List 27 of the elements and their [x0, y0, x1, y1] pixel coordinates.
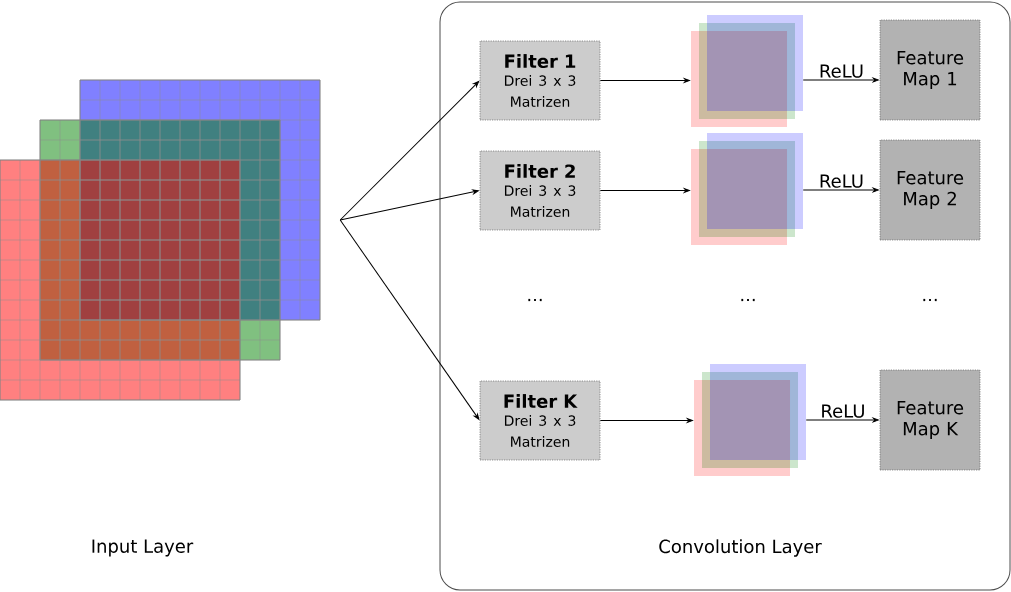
arrow — [339, 81, 480, 221]
edge-label: ReLU — [820, 174, 863, 188]
feature-map-box: Feature Map K — [879, 369, 981, 471]
arrow — [802, 77, 879, 83]
feature-stack-drawing — [694, 364, 806, 476]
layer-title: Input Layer — [92, 539, 194, 557]
panel-title: Convolution Layer — [659, 539, 822, 557]
arrow — [599, 188, 690, 193]
input-grid-drawing — [0, 79, 321, 401]
feature-map-box: Feature Map 1 — [879, 19, 981, 121]
arrow — [339, 189, 479, 221]
arrow — [599, 78, 690, 83]
arrow — [599, 418, 693, 423]
ellipsis: ... — [741, 298, 755, 302]
filter-box: Filter K Drei 3 x 3 Matrizen — [479, 380, 601, 461]
feature-stack-drawing — [691, 133, 803, 245]
feature-stack-drawing — [691, 15, 803, 127]
filter-box: Filter 1 Drei 3 x 3 Matrizen — [479, 40, 601, 121]
ellipsis: ... — [923, 298, 937, 302]
arrow — [339, 219, 480, 420]
edge-label: ReLU — [820, 64, 863, 78]
edge-label: ReLU — [822, 404, 864, 418]
arrow — [805, 417, 879, 423]
arrow — [802, 187, 879, 193]
ellipsis: ... — [528, 298, 542, 302]
filter-box: Filter 2 Drei 3 x 3 Matrizen — [479, 150, 601, 231]
feature-map-box: Feature Map 2 — [879, 139, 981, 241]
